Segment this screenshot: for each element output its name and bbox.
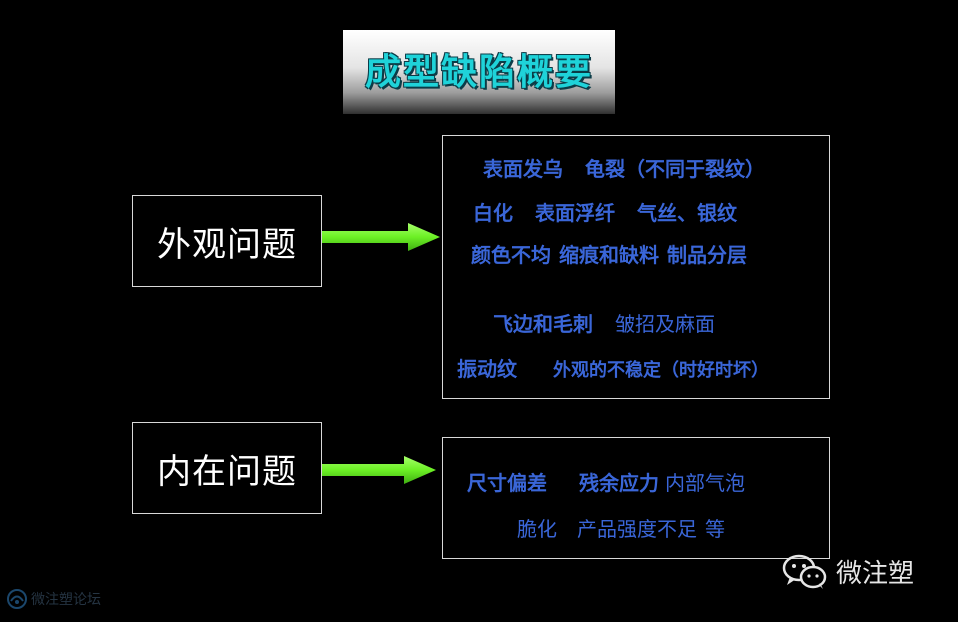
right-arrow-icon xyxy=(322,223,440,251)
defect-line: 尺寸偏差 残余应力内部气泡 xyxy=(467,472,745,494)
wechat-icon xyxy=(782,554,827,589)
defect-line: 表面发乌龟裂（不同于裂纹） xyxy=(483,158,765,180)
forum-name: 微注塑论坛 xyxy=(31,592,101,608)
defect-item: 缩痕和缺料 xyxy=(559,243,659,267)
wechat-name: 微注塑 xyxy=(836,559,915,589)
right-arrow-icon xyxy=(322,456,436,484)
internal-defects-box: 尺寸偏差 残余应力内部气泡 脆化产品强度不足等 xyxy=(442,437,830,559)
defect-line: 振动纹 外观的不稳定（时好时坏） xyxy=(457,358,769,382)
wechat-watermark: 微注塑 xyxy=(782,553,914,590)
defect-item: 表面发乌 xyxy=(483,157,563,181)
appearance-defects-box: 表面发乌龟裂（不同于裂纹） 白化表面浮纤气丝、银纹 颜色不均缩痕和缺料制品分层 … xyxy=(442,135,830,399)
defect-item: 颜色不均 xyxy=(471,243,551,267)
defect-item: 残余应力 xyxy=(579,471,659,495)
defect-item: 脆化 xyxy=(517,517,557,541)
defect-item: 制品分层 xyxy=(667,243,747,267)
defect-item: 振动纹 xyxy=(457,357,517,381)
defect-item: 尺寸偏差 xyxy=(467,471,547,495)
category-internal-box: 内在问题 xyxy=(132,422,322,514)
defect-item: 内部气泡 xyxy=(665,471,745,495)
category-appearance-box: 外观问题 xyxy=(132,195,322,287)
category-label: 外观问题 xyxy=(157,224,297,265)
category-label: 内在问题 xyxy=(157,451,297,492)
title-banner: 成型缺陷概要 xyxy=(343,30,615,114)
forum-watermark: 微注塑论坛 xyxy=(6,588,101,610)
page-title: 成型缺陷概要 xyxy=(364,51,593,93)
defect-item: 龟裂（不同于裂纹） xyxy=(585,157,765,181)
defect-item: 飞边和毛刺 xyxy=(493,312,593,336)
defect-line: 脆化产品强度不足等 xyxy=(517,518,725,540)
defect-item: 表面浮纤 xyxy=(535,201,615,225)
defect-item: 白化 xyxy=(473,201,513,225)
defect-item: 气丝、银纹 xyxy=(637,201,737,225)
defect-item: 产品强度不足 xyxy=(577,517,697,541)
defect-item: 外观的不稳定（时好时坏） xyxy=(553,360,769,381)
defect-line: 颜色不均缩痕和缺料制品分层 xyxy=(471,244,747,266)
defect-line: 白化表面浮纤气丝、银纹 xyxy=(473,202,737,224)
defect-line: 飞边和毛刺皱招及麻面 xyxy=(493,313,715,335)
forum-logo-icon xyxy=(7,589,27,609)
defect-item: 等 xyxy=(705,517,725,541)
defect-item: 皱招及麻面 xyxy=(615,312,715,336)
